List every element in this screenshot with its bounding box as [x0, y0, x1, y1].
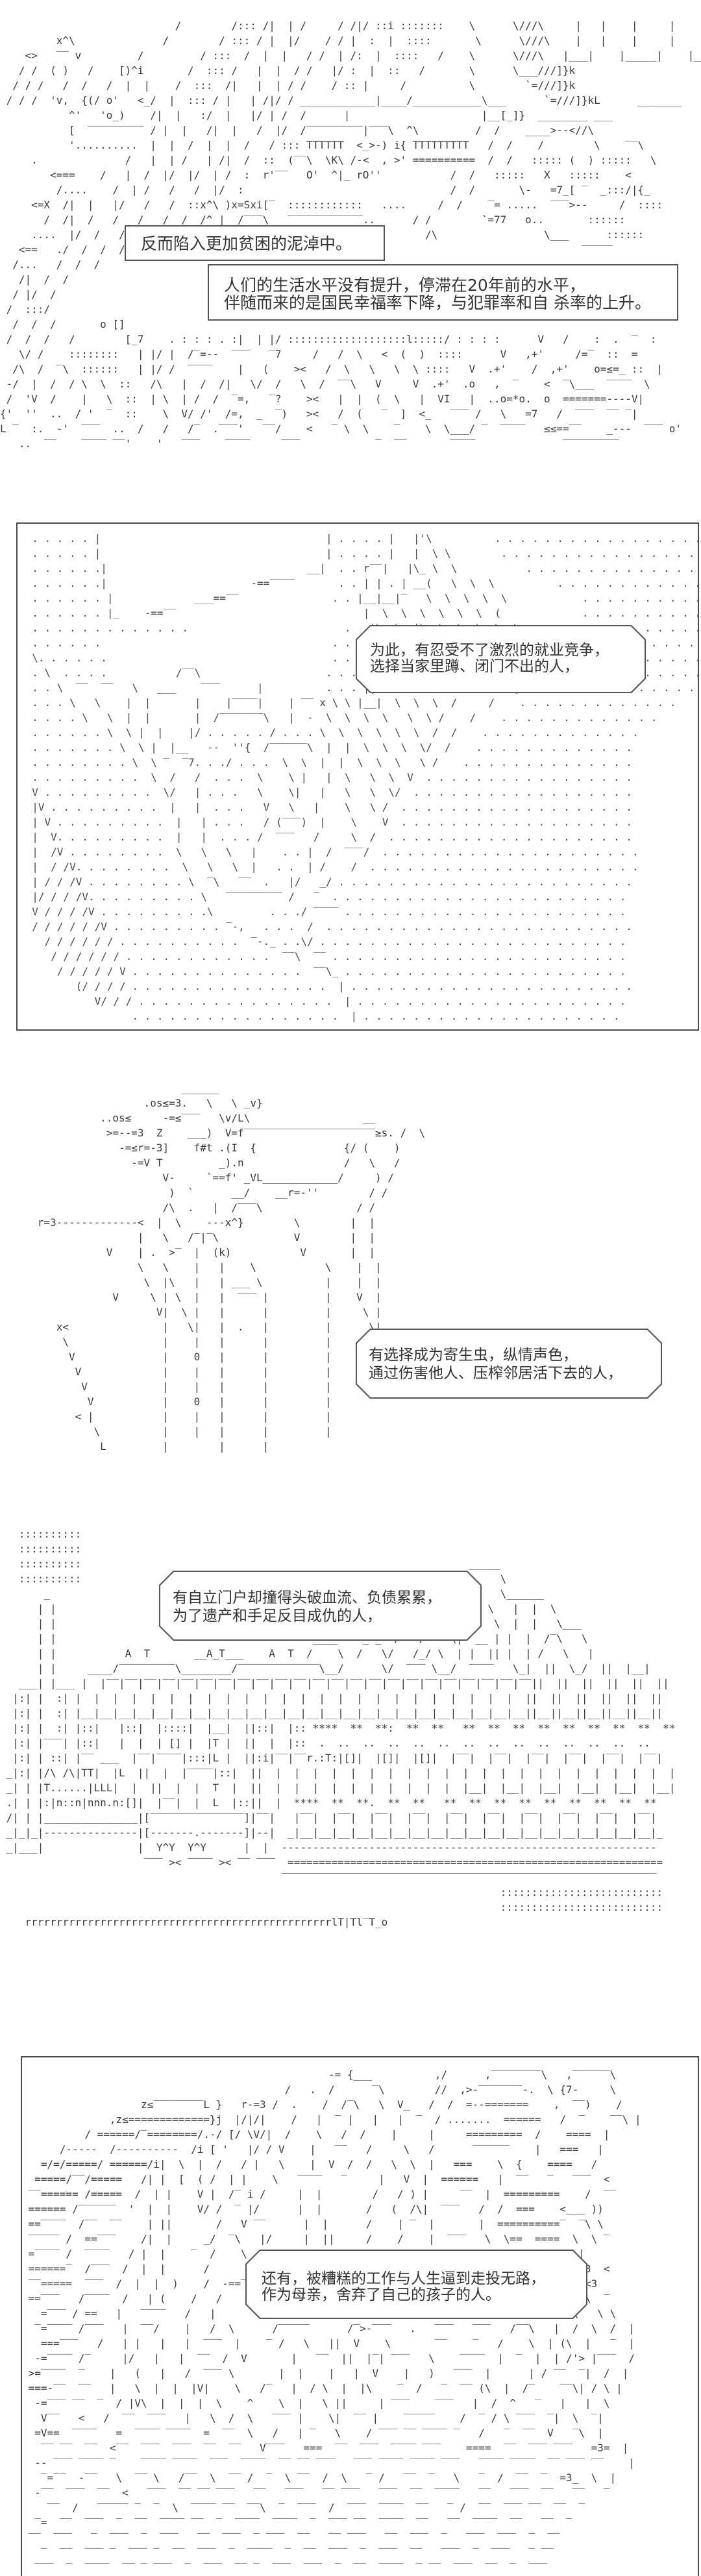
- caption-body: 有自立门户却撞得头破血流、负债累累， 为了遗产和手足反目成仇的人，: [160, 1572, 480, 1639]
- panel-4: :::::::::: :::::::::: :::::::::: _____ :…: [0, 1512, 701, 1954]
- ascii-art-figure: ______ .os≤=3. \ \ _v} ..os≤ -=≤‾‾‾ \v/L…: [37, 1082, 426, 1453]
- caption-body: 有选择成为寄生虫，纵情声色， 通过伤害他人、压榨邻居活下去的人，: [357, 1330, 661, 1397]
- ascii-art-room-scene: . . . . . | | . . . . | |'\ . . . . . . …: [32, 532, 698, 1022]
- narration-caption: 人们的生活水平没有提升，停滞在20年前的水平， 伴随而来的是国民幸福率下降，与犯…: [208, 264, 678, 321]
- caption-line: 还有，被糟糕的工作与人生逼到走投无路，: [262, 2270, 545, 2287]
- ascii-art-characters: -= {___ ,/ ,‾‾‾‾‾‾‾‾\ ,‾‾‾‾‾‾\ / . / ‾\ …: [28, 2068, 641, 2573]
- panel-5-framed: -= {___ ,/ ,‾‾‾‾‾‾‾‾\ ,‾‾‾‾‾‾\ / . / ‾\ …: [21, 2056, 699, 2576]
- narration-caption: 有自立门户却撞得头破血流、负债累累， 为了遗产和手足反目成仇的人，: [159, 1571, 482, 1641]
- caption-line: 伴随而来的是国民幸福率下降，与犯罪率和自 杀率的上升。: [224, 293, 651, 312]
- narration-caption: 还有，被糟糕的工作与人生逼到走投无路， 作为母亲，舍弃了自己的孩子的人。: [245, 2250, 587, 2319]
- narration-caption: 有选择成为寄生虫，纵情声色， 通过伤害他人、压榨邻居活下去的人，: [356, 1329, 662, 1399]
- ascii-art-street-scene: / /::: /| | / / /|/ ::i ::::::: \ \///\ …: [0, 19, 701, 450]
- narration-caption: 反而陷入更加贫困的泥淖中。: [125, 225, 385, 261]
- caption-line: 选择当家里蹲、闭门不出的人，: [370, 658, 579, 675]
- panel-3: ______ .os≤=3. \ \ _v} ..os≤ -=≤‾‾‾ \v/L…: [0, 1038, 701, 1506]
- caption-line: 人们的生活水平没有提升，停滞在20年前的水平，: [224, 276, 585, 295]
- caption-body: 为此，有忍受不了激烈的就业竞争， 选择当家里蹲、闭门不出的人，: [357, 626, 645, 692]
- ascii-art-cityscape: :::::::::: :::::::::: :::::::::: _____ :…: [6, 1528, 676, 1928]
- panel-1: / /::: /| | / / /|/ ::i ::::::: \ \///\ …: [0, 0, 701, 500]
- caption-body: 还有，被糟糕的工作与人生逼到走投无路， 作为母亲，舍弃了自己的孩子的人。: [247, 2251, 586, 2318]
- panel-2-framed: . . . . . | | . . . . | |'\ . . . . . . …: [16, 522, 699, 1031]
- caption-line: 有选择成为寄生虫，纵情声色，: [369, 1347, 578, 1364]
- caption-line: 为了遗产和手足反目成仇的人，: [173, 1608, 382, 1625]
- caption-line: 作为母亲，舍弃了自己的孩子的人。: [262, 2287, 500, 2303]
- caption-line: 有自立门户却撞得头破血流、负债累累，: [173, 1589, 441, 1606]
- narration-caption: 为此，有忍受不了激烈的就业竞争， 选择当家里蹲、闭门不出的人，: [356, 625, 646, 693]
- caption-line: 为此，有忍受不了激烈的就业竞争，: [370, 642, 609, 659]
- caption-line: 反而陷入更加贫困的泥淖中。: [141, 234, 352, 253]
- caption-line: 通过伤害他人、压榨邻居活下去的人，: [369, 1365, 622, 1382]
